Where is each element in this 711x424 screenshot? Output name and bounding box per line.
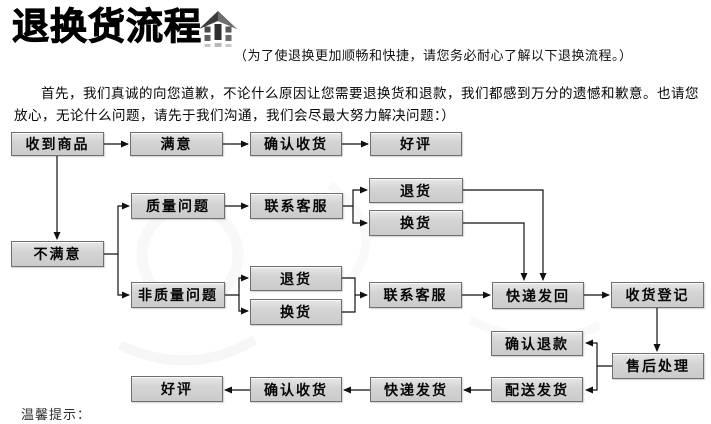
flow-node-courier-send: 快递发货	[370, 377, 462, 402]
flow-node-receipt-register: 收货登记	[611, 282, 704, 308]
arrow-return1-to-courier-return	[463, 189, 547, 281]
flow-node-confirm-receipt-2: 确认收货	[250, 377, 342, 402]
arrow-aftersales-to-refund	[585, 339, 612, 367]
arrow-nonquality-to-exchange2	[238, 295, 249, 315]
flow-node-non-quality-issue: 非质量问题	[131, 282, 225, 308]
flow-node-return-2: 退货	[250, 266, 342, 291]
arrow-aftersales-to-dispatch	[585, 366, 598, 394]
arrow-service1-to-return1	[343, 186, 368, 207]
flow-node-received-goods: 收到商品	[11, 132, 104, 156]
flow-node-contact-service-1: 联系客服	[250, 193, 343, 219]
flow-node-dispatch-goods: 配送发货	[491, 377, 583, 402]
intro-paragraph: 首先，我们真诚的向您道歉，不论什么原因让您需要退换货和退款，我们都感到万分的遗憾…	[14, 86, 699, 124]
flow-node-satisfied: 满意	[130, 132, 223, 156]
flow-node-quality-issue: 质量问题	[131, 193, 225, 219]
page-title-block: 退换货流程 退换货流程	[12, 5, 212, 61]
house-logo-icon	[197, 9, 239, 61]
arrow-nonquality-to-return2	[225, 274, 249, 296]
flow-node-after-sales: 售后处理	[612, 353, 704, 379]
arrow-unsatisfied-to-quality	[104, 202, 130, 255]
flow-node-exchange-2: 换货	[250, 299, 342, 325]
flow-node-contact-service-2: 联系客服	[369, 282, 462, 308]
flow-node-confirm-refund: 确认退款	[491, 331, 583, 356]
header-subtitle: （为了使退换更加顺畅和快捷，请您务必耐心了解以下退换流程。）	[234, 49, 633, 64]
flow-node-good-review-1: 好评	[370, 132, 462, 156]
page-title: 退换货流程	[12, 5, 202, 48]
arrow-unsatisfied-to-nonquality	[117, 254, 130, 299]
page-title-reflection: 退换货流程	[12, 44, 212, 61]
flow-node-return-1: 退货	[369, 178, 463, 203]
arrow-service1-to-exchange1	[352, 206, 368, 227]
flow-node-courier-return: 快递发回	[492, 282, 584, 309]
merge-return2-exchange2	[342, 277, 356, 313]
arrow-exchange1-to-courier-return	[463, 222, 528, 281]
flow-node-confirm-receipt-1: 确认收货	[250, 132, 342, 156]
tip-label: 温馨提示：	[21, 408, 92, 423]
flow-node-good-review-2: 好评	[131, 376, 223, 402]
flow-node-unsatisfied: 不满意	[11, 241, 104, 267]
flow-node-exchange-1: 换货	[369, 210, 463, 236]
